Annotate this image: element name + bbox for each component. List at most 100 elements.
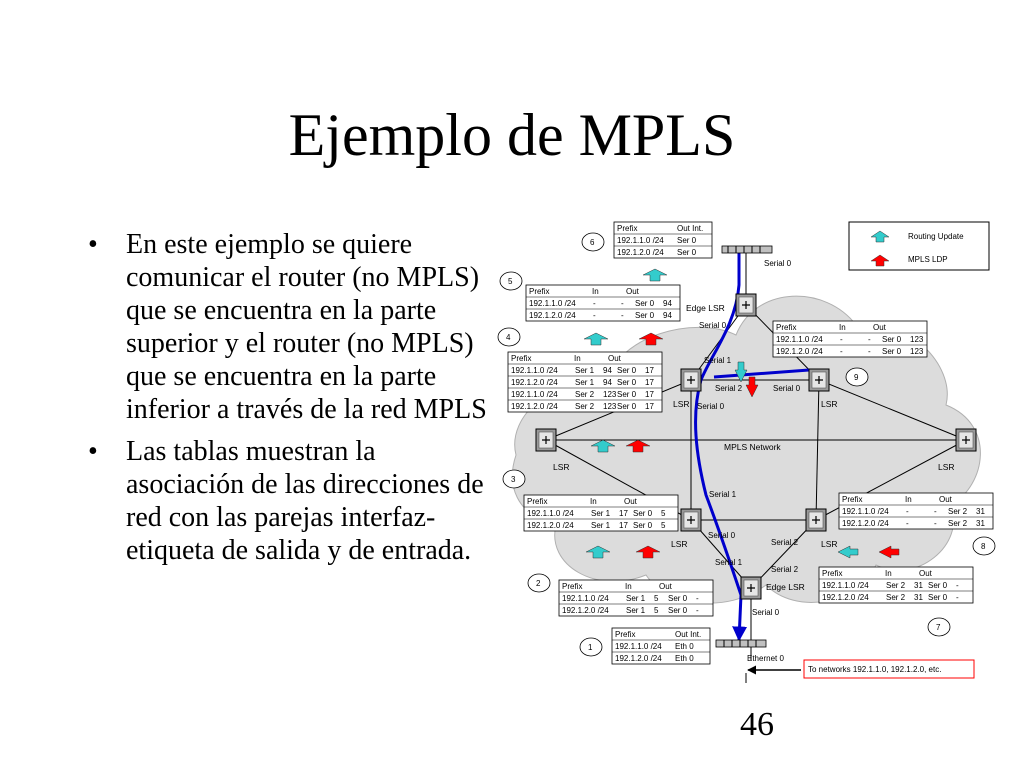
- port-label: Serial 0: [708, 531, 736, 540]
- router-icon: [955, 428, 977, 452]
- table-cell: Ser 0: [928, 581, 948, 590]
- table-cell: -: [906, 519, 909, 528]
- table-cell: 94: [663, 311, 672, 320]
- lsr-left-label: LSR: [553, 462, 570, 472]
- mpls-ldp-icon: [870, 254, 890, 267]
- table-cell: 192.1.2.0 /24: [527, 521, 574, 530]
- table-cell: Ser 0: [928, 593, 948, 602]
- table-cell: 17: [645, 378, 654, 387]
- port-label: Serial 2: [771, 538, 799, 547]
- up-arrow-icon: [734, 361, 748, 383]
- label-switched-path: [694, 253, 810, 642]
- table-cell: 123: [603, 390, 617, 399]
- legend-mpls-ldp: MPLS LDP: [908, 255, 948, 264]
- step-number: 3: [511, 475, 516, 484]
- table-header-cell: Out: [873, 323, 887, 332]
- table-header-cell: Out: [939, 495, 953, 504]
- table-cell: 5: [654, 606, 659, 615]
- network-note: To networks 192.1.1.0, 192.1.2.0, etc.: [747, 659, 975, 679]
- table-cell: 5: [661, 509, 666, 518]
- table-header-cell: In: [839, 323, 846, 332]
- table-cell: Ser 2: [886, 593, 906, 602]
- table-cell: Ser 0: [635, 311, 655, 320]
- up-arrow-icon: [590, 439, 616, 453]
- table-header-cell: Out: [626, 287, 640, 296]
- table-cell: 17: [645, 366, 654, 375]
- step-marker: 7: [927, 617, 951, 637]
- bullet-item: •Las tablas muestran la asociación de la…: [88, 435, 488, 567]
- table-cell: 94: [603, 378, 612, 387]
- left-arrow-icon: [878, 545, 900, 559]
- arrow-icons: [583, 268, 900, 559]
- table-cell: 192.1.1.0 /24: [562, 594, 609, 603]
- port-label: Serial 0: [699, 321, 727, 330]
- table-header-cell: Out Int.: [677, 224, 703, 233]
- table-cell: -: [696, 606, 699, 615]
- port-label: Serial 2: [715, 384, 743, 393]
- table-cell: Ser 0: [633, 509, 653, 518]
- step-marker: 3: [502, 469, 526, 489]
- table-cell: 192.1.1.0 /24: [511, 390, 558, 399]
- step-marker: 4: [497, 327, 521, 347]
- table-cell: 17: [619, 509, 628, 518]
- table-cell: 192.1.2.0 /24: [842, 519, 889, 528]
- table-cell: 94: [603, 366, 612, 375]
- down-arrow-icon: [745, 376, 759, 398]
- table-cell: Ser 1: [575, 366, 595, 375]
- table-cell: -: [621, 299, 624, 308]
- step-number: 6: [590, 238, 595, 247]
- network-note-text: To networks 192.1.1.0, 192.1.2.0, etc.: [808, 665, 941, 674]
- table-cell: Ser 0: [668, 606, 688, 615]
- table-cell: Ser 0: [633, 521, 653, 530]
- router-icon: [808, 368, 830, 392]
- table-cell: -: [593, 299, 596, 308]
- table-cell: Ser 2: [948, 519, 968, 528]
- bullet-dot-icon: •: [88, 436, 98, 467]
- lsr-lower-right-label: LSR: [821, 539, 838, 549]
- table-cell: Ser 0: [677, 248, 697, 257]
- bullet-item: •En este ejemplo se quiere comunicar el …: [88, 228, 488, 426]
- table-header-cell: Prefix: [776, 323, 796, 332]
- port-label: Serial 2: [771, 565, 799, 574]
- table-cell: -: [934, 507, 937, 516]
- table-cell: 192.1.1.0 /24: [511, 366, 558, 375]
- table-cell: Ser 0: [668, 594, 688, 603]
- table-cell: 192.1.1.0 /24: [776, 335, 823, 344]
- table-header-cell: Prefix: [822, 569, 842, 578]
- table-cell: 31: [976, 519, 985, 528]
- table-cell: Ser 0: [635, 299, 655, 308]
- table-header-cell: Out: [624, 497, 638, 506]
- step-number: 5: [508, 277, 513, 286]
- step-number: 4: [506, 333, 511, 342]
- edge-lsr-bottom-label: Edge LSR: [766, 582, 805, 592]
- table-header-cell: In: [590, 497, 597, 506]
- step-marker: 2: [527, 573, 551, 593]
- slide-title: Ejemplo de MPLS: [288, 102, 736, 168]
- table-cell: 31: [914, 593, 923, 602]
- port-label: Serial 1: [715, 558, 743, 567]
- bottom-router-hub: [715, 639, 767, 648]
- up-arrow-icon: [625, 439, 651, 453]
- left-arrow-icon: [837, 545, 859, 559]
- table-cell: 31: [976, 507, 985, 516]
- table-header-cell: Prefix: [529, 287, 549, 296]
- port-label: Serial 1: [704, 356, 732, 365]
- router-icon: [805, 508, 827, 532]
- table-cell: 192.1.2.0 /24: [511, 402, 558, 411]
- table-cell: -: [868, 335, 871, 344]
- table-cell: -: [934, 519, 937, 528]
- step-number: 2: [536, 579, 541, 588]
